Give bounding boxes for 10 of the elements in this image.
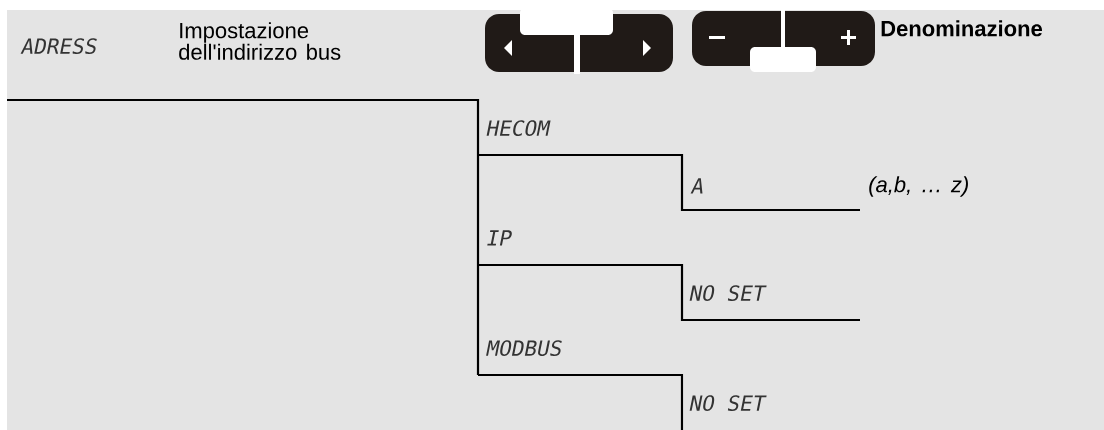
value-range-text: (a,b, … z) — [869, 176, 968, 197]
display-text: IP — [487, 230, 512, 246]
description-text: Impostazione dell'indirizzo bus — [179, 22, 341, 60]
display-text: HECOM — [486, 120, 551, 137]
column-heading: Denominazione — [881, 20, 1042, 37]
display-text: ADRESS — [20, 38, 97, 55]
display-text: NO SET — [689, 395, 767, 412]
display-text: NO SET — [689, 285, 767, 302]
display-text: MODBUS — [486, 340, 562, 357]
display-text: A — [690, 178, 703, 194]
